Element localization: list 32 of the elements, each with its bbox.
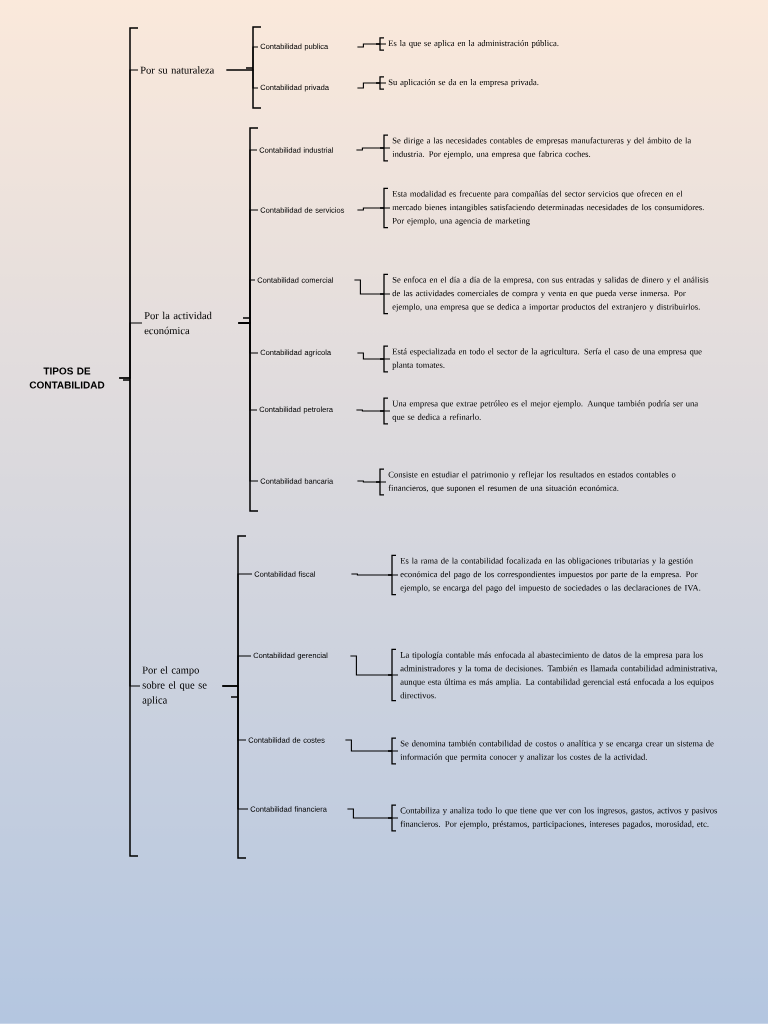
description-text: Se dirige a las necesidades contables de empresas manufactureras y del ámbito de la industria. Por ejemplo, una empresa que fabrica coches. — [392, 137, 692, 159]
connector — [237, 322, 259, 482]
category-label: Por el campo sobre el que se aplica — [142, 666, 207, 706]
title-text: TIPOS DE CONTABILIDAD — [29, 367, 105, 389]
category-label: Por su naturaleza — [140, 66, 215, 74]
description-text: Contabiliza y analiza todo lo que tiene que ver con los ingresos, gastos, activos y pasivos financieros. Por ejemplo, préstamos, participaciones, intereses pagados, morosidad, etc. — [400, 807, 718, 829]
connector — [225, 69, 259, 89]
connector — [356, 43, 387, 48]
connector — [356, 352, 391, 360]
connector — [221, 685, 249, 810]
connector — [350, 573, 399, 576]
description-text: Está especializada en todo el sector de la agricultura. Sería el caso de una empresa que planta tomates. — [392, 348, 702, 370]
description-text: Su aplicación se da en la empresa privada. — [388, 79, 539, 87]
description-text: Se enfoca en el día a día de la empresa, con sus entradas y salidas de dinero y el análisis de las actividades comerciales de compra y venta en que pueda verse inmersa. Por ejemplo, una empresa que se dedica a importar productos del extranjero y distribuirlos. — [392, 276, 709, 312]
description-text: Es la rama de la contabilidad focalizada en las obligaciones tributarias y la gestión económica del pago de los correspondientes impuestos por parte de la empresa. Por ejemplo, se encarga del pago del impuesto de sociedades o las declaraciones de IVA. — [400, 557, 701, 593]
category-label: Por la actividad económica — [144, 311, 212, 335]
description-text: Es la que se aplica en la administración pública. — [388, 40, 559, 48]
description-text: Una empresa que extrae petróleo es el mejor ejemplo. Aunque también podría ser una que se dedica a refinarlo. — [392, 400, 699, 422]
connector — [355, 147, 391, 151]
connector — [349, 655, 399, 676]
connector — [353, 279, 391, 295]
description-text: La tipología contable más enfocada al abastecimiento de datos de la empresa para los administradores y la toma de decisiones. También es llamada contabilidad administrativa, aunque esta última es más amplia. La contabilidad gerencial está enfocada a los equipos directivos. — [400, 651, 717, 699]
connector — [344, 739, 399, 752]
connector — [356, 480, 387, 483]
connector — [356, 207, 391, 211]
connector — [356, 82, 387, 89]
description-text: Se denomina también contabilidad de costos o analítica y se encarga crear un sistema de información que permita conocer y analizar los costes de la actividad. — [400, 740, 714, 762]
connector — [346, 808, 399, 819]
description-text: Consiste en estudiar el patrimonio y reflejar los resultados en estados contables o financieros, que suponen el resumen de una situación económica. — [388, 471, 676, 493]
connector — [355, 409, 391, 412]
connector — [118, 377, 141, 687]
description-text: Esta modalidad es frecuente para compañías del sector servicios que ofrecen en el mercado bienes intangibles satisfaciendo determinadas necesidades de los consumidores. Por ejemplo, una agencia de marketing — [392, 190, 704, 226]
